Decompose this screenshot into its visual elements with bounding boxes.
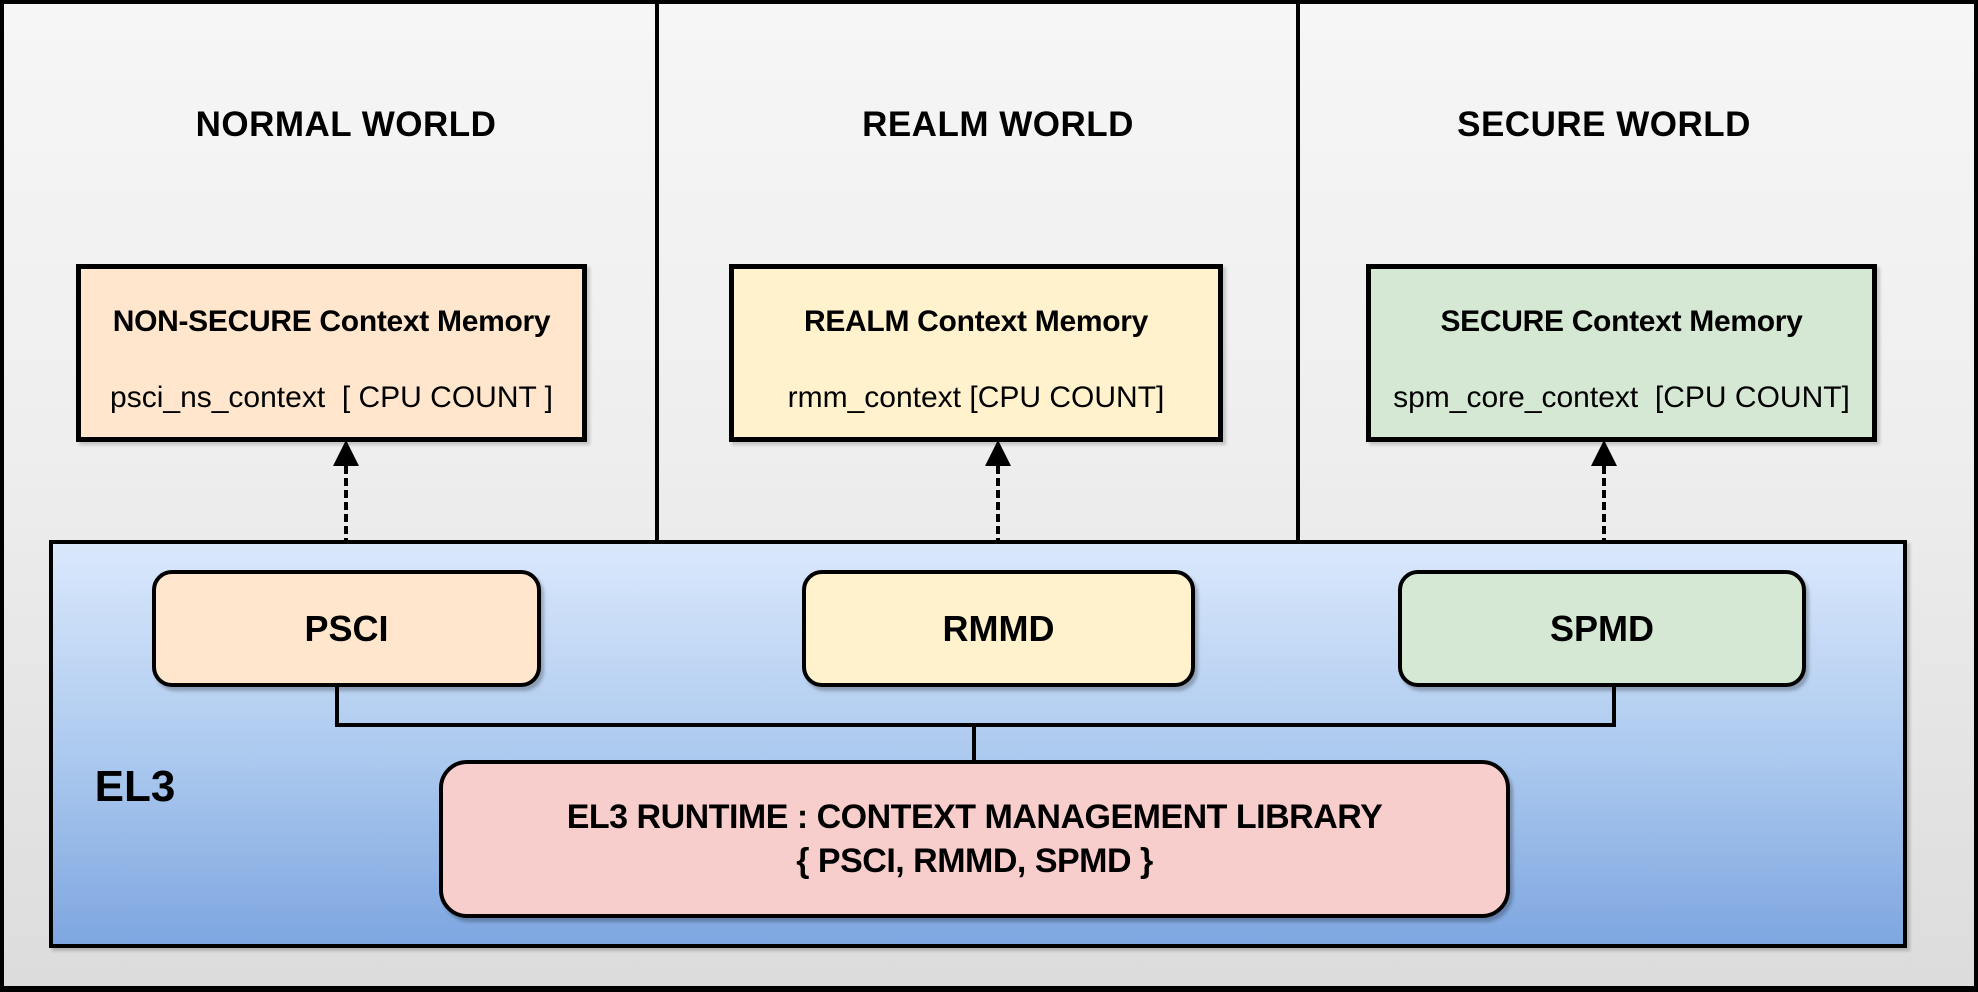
secure-world-title: SECURE WORLD [1457,105,1751,144]
el3-label: EL3 [94,762,176,811]
dashed-line [1602,454,1606,558]
runtime-drop-connector [972,725,976,762]
realm-context-memory-value: rmm_context [CPU COUNT] [787,381,1165,414]
psci-module-label: PSCI [304,607,389,649]
el3-runtime-box: EL3 RUNTIME : CONTEXT MANAGEMENT LIBRARY… [439,760,1510,918]
spmd-module-label: SPMD [1549,607,1654,649]
spmd-module-box: SPMD [1398,570,1806,687]
nonsecure-context-memory-value: psci_ns_context [ CPU COUNT ] [110,381,553,414]
rmmd-module-box: RMMD [802,570,1195,687]
dashed-line [996,454,1000,558]
el3-runtime-subtitle: { PSCI, RMMD, SPMD } [796,842,1153,880]
nonsecure-context-memory-title: NON-SECURE Context Memory [112,305,551,338]
el3-runtime-title: EL3 RUNTIME : CONTEXT MANAGEMENT LIBRARY [566,798,1383,836]
realm-context-memory-box: REALM Context Memory rmm_context [CPU CO… [729,264,1223,442]
world-divider-realm-secure [1296,4,1300,544]
rmmd-module-label: RMMD [942,607,1055,649]
dashed-line [344,454,348,558]
psci-module-box: PSCI [152,570,541,687]
spmd-drop-connector [1612,685,1616,727]
realm-context-memory-title: REALM Context Memory [803,305,1149,338]
nonsecure-context-memory-box: NON-SECURE Context Memory psci_ns_contex… [76,264,587,442]
psci-drop-connector [335,685,339,727]
secure-context-memory-title: SECURE Context Memory [1440,305,1803,338]
secure-context-memory-box: SECURE Context Memory spm_core_context [… [1366,264,1877,442]
realm-world-title: REALM WORLD [862,105,1134,144]
world-divider-normal-realm [655,4,659,544]
normal-world-title: NORMAL WORLD [195,105,497,144]
secure-context-memory-value: spm_core_context [CPU COUNT] [1393,381,1850,414]
